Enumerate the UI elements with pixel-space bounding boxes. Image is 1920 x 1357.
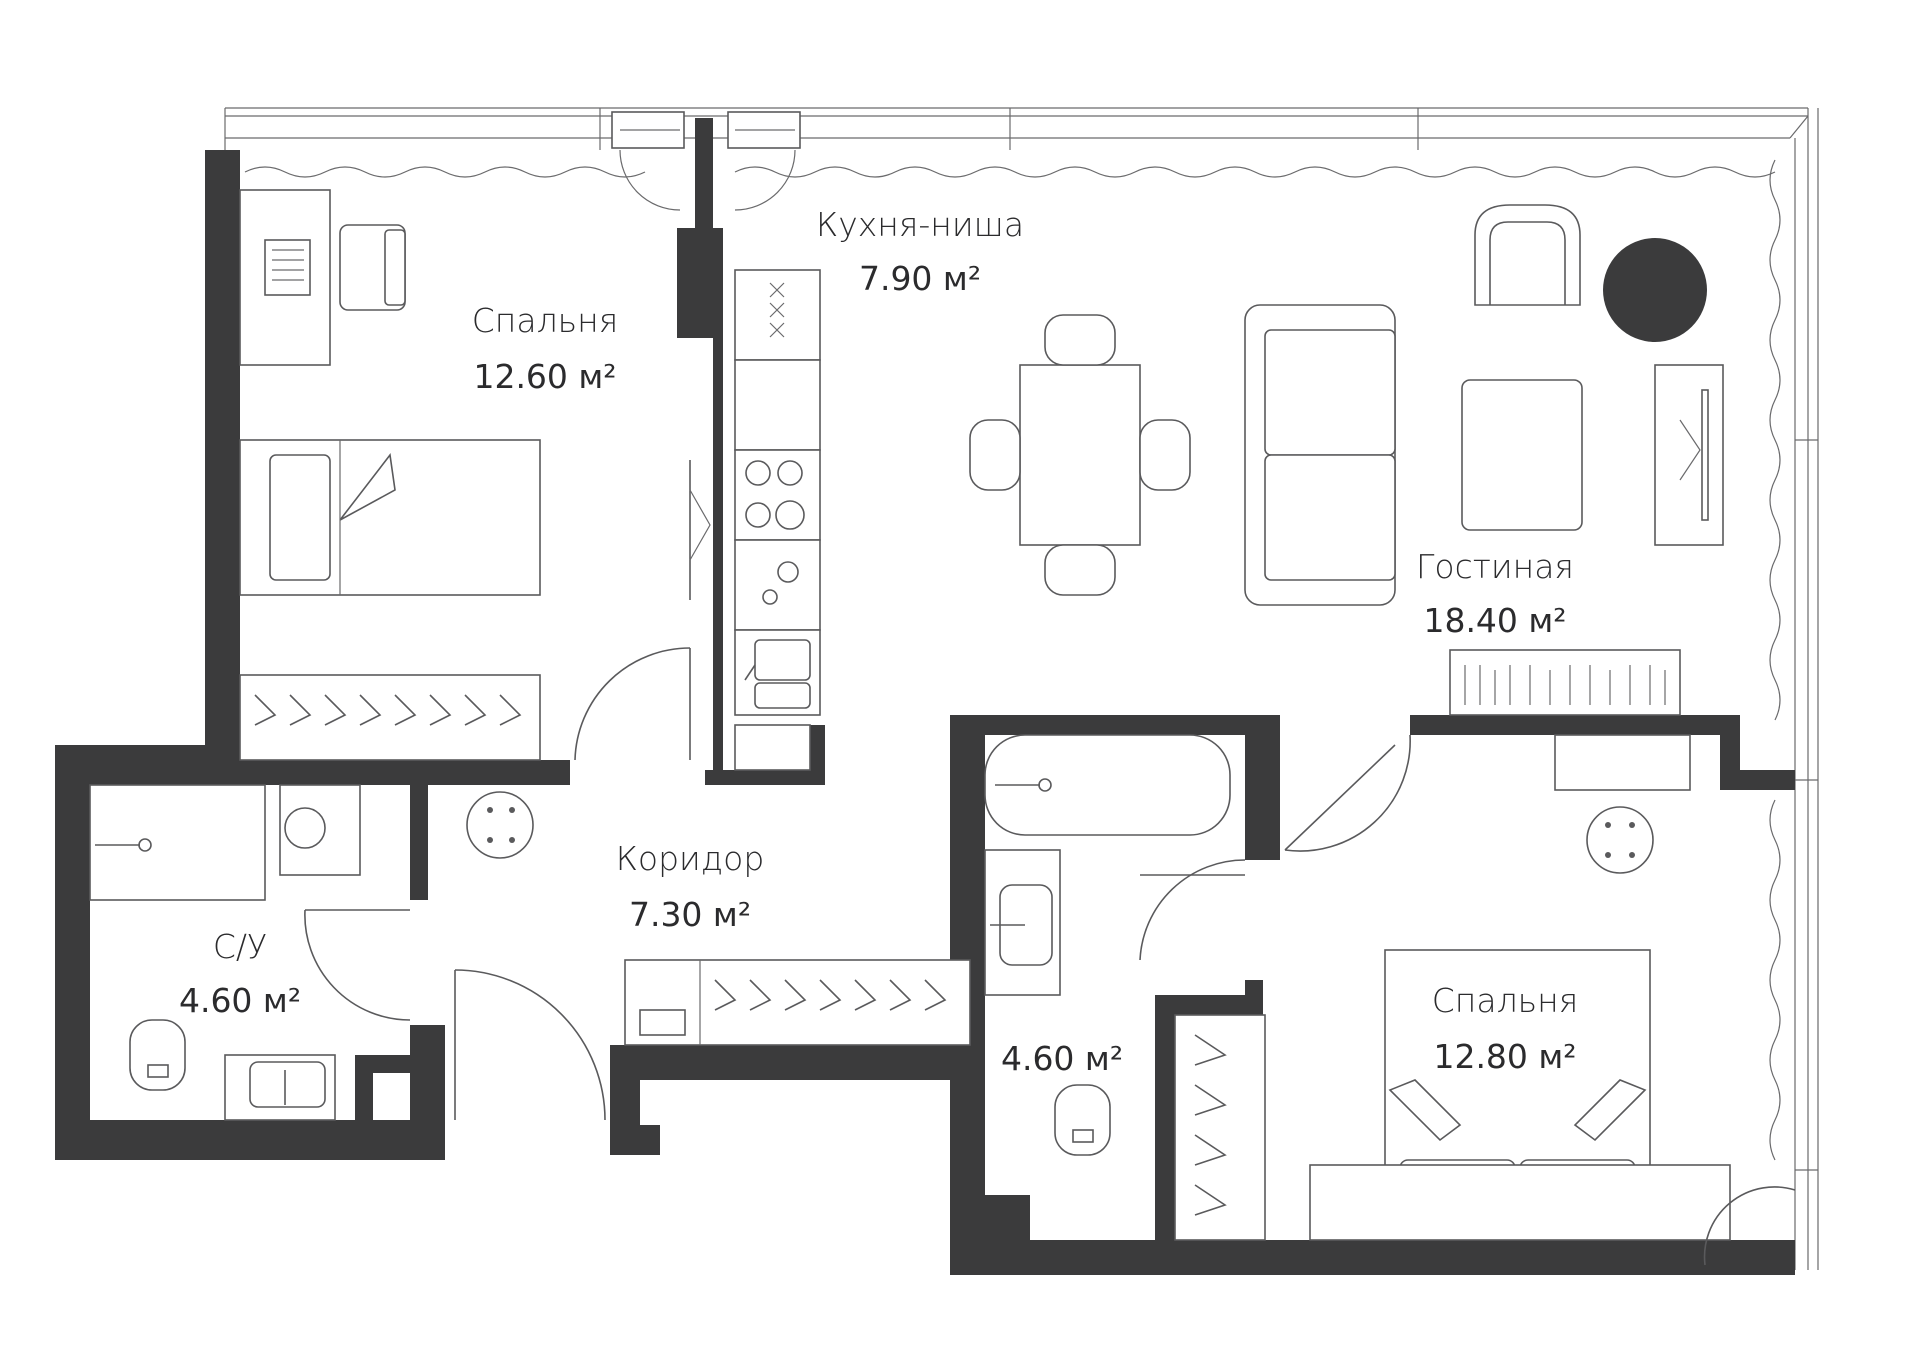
coffee-table-icon (1461, 379, 1583, 531)
dresser (1554, 734, 1691, 791)
room-label-bedroom-1: Спальня 12.60 м² (472, 301, 619, 396)
door-icon (1139, 859, 1246, 961)
curtain-icon (244, 159, 1781, 1161)
room-label-kitchen: Кухня-ниша 7.90 м² (816, 205, 1024, 298)
bathtub-icon (89, 784, 266, 901)
bathtub-icon (984, 734, 1231, 836)
wardrobe-icon (239, 674, 541, 761)
window-icon (224, 107, 1819, 1270)
stove-icon (734, 269, 821, 631)
svg-text:Кухня-ниша: Кухня-ниша (816, 205, 1024, 244)
round-table-icon (466, 791, 534, 859)
bed-icon (239, 439, 541, 596)
bench (1309, 1164, 1731, 1241)
toilet-icon (1054, 1084, 1111, 1156)
fridge (734, 724, 811, 771)
room-label-living: Гостиная 18.40 м² (1416, 547, 1574, 640)
sofa-icon (1244, 304, 1396, 606)
sink-icon (734, 629, 821, 716)
svg-text:18.40 м²: 18.40 м² (1423, 601, 1566, 640)
round-table-icon (1586, 806, 1654, 874)
bookshelf (1449, 649, 1681, 716)
svg-text:Спальня: Спальня (472, 301, 619, 340)
room-label-bath: 4.60 м² (1001, 1039, 1123, 1078)
armchair-icon (1474, 204, 1581, 306)
svg-text:Гостиная: Гостиная (1416, 547, 1574, 586)
door-icon (454, 969, 606, 1121)
wardrobe-icon (1174, 1014, 1266, 1241)
door-icon (304, 909, 411, 1021)
wardrobe-icon (624, 959, 971, 1046)
svg-text:С/У: С/У (213, 927, 267, 966)
room-label-corridor: Коридор 7.30 м² (616, 839, 765, 934)
svg-text:Коридор: Коридор (616, 839, 765, 878)
door-icon (1284, 734, 1796, 1266)
toilet-icon (129, 1019, 186, 1091)
door-icon (574, 460, 711, 761)
svg-text:Спальня: Спальня (1432, 981, 1579, 1020)
sink-icon (984, 849, 1061, 996)
svg-text:4.60 м²: 4.60 м² (179, 981, 301, 1020)
dining-table-icon (969, 314, 1191, 596)
svg-text:4.60 м²: 4.60 м² (1001, 1039, 1123, 1078)
svg-text:12.60 м²: 12.60 м² (473, 357, 616, 396)
armchair-icon (339, 224, 406, 311)
room-label-bedroom-2: Спальня 12.80 м² (1432, 981, 1579, 1076)
desk-icon (239, 189, 331, 366)
svg-text:7.30 м²: 7.30 м² (629, 895, 751, 934)
washing-machine-icon (279, 784, 361, 876)
room-label-wc: С/У 4.60 м² (179, 927, 301, 1020)
walls (55, 118, 1795, 1275)
svg-text:12.80 м²: 12.80 м² (1433, 1037, 1576, 1076)
svg-text:7.90 м²: 7.90 м² (859, 259, 981, 298)
sink-icon (224, 1054, 336, 1121)
door-icon (611, 111, 801, 211)
tv-stand-icon (1654, 364, 1724, 546)
plant-pot (1603, 238, 1707, 342)
